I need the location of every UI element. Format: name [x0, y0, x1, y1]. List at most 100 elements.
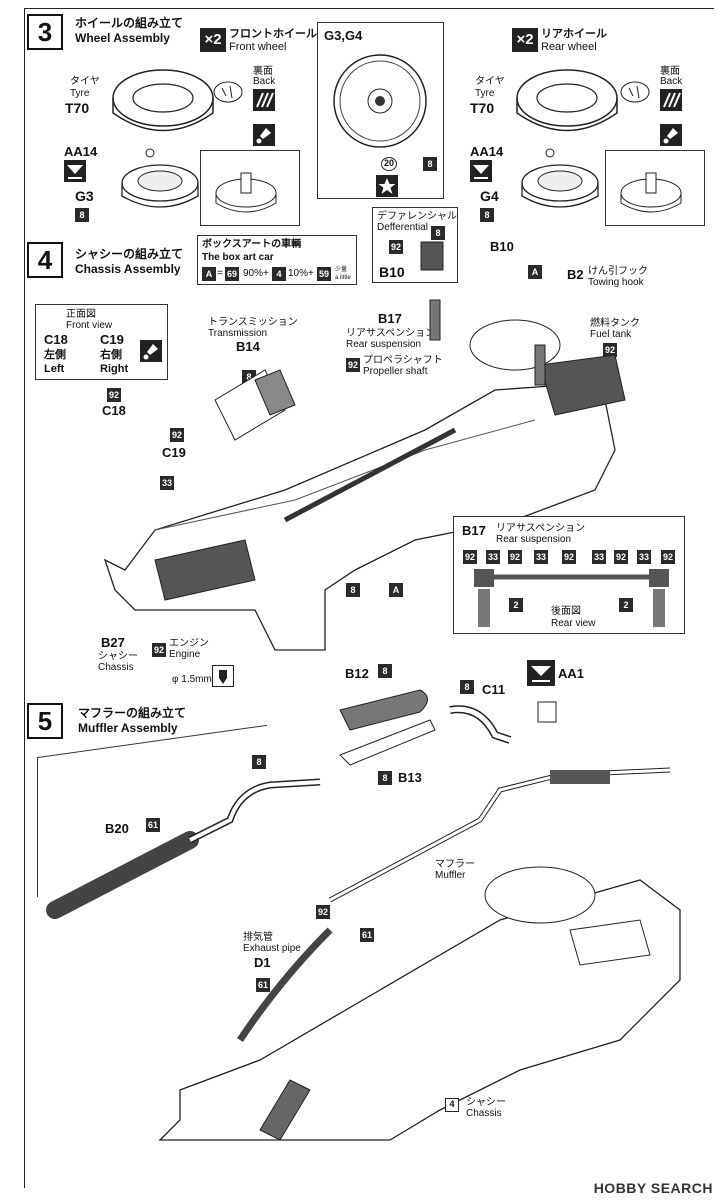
box-art-car-box: ボックスアートの車輌 The box art car A = 69 90%+ 4… [197, 235, 357, 285]
b12-label: B12 [345, 666, 369, 681]
cut-icon-front [64, 160, 86, 182]
step-5-title: マフラーの組み立て Muffler Assembly [78, 706, 186, 736]
b27-label: B27 [101, 635, 125, 650]
boxart-p10: 10%+ [288, 268, 314, 279]
step-4-title-ja: シャシーの組み立て [75, 247, 184, 261]
susp-c92-1: 92 [463, 550, 478, 564]
chassis-color-8: 8 [346, 583, 360, 597]
chassis-ja: シャシー [98, 651, 138, 662]
susp-box-ja: リアサスペンション [496, 523, 586, 534]
star-icon [376, 175, 398, 197]
c19-front: C19 [100, 332, 124, 347]
b10-label: B10 [490, 239, 514, 254]
differential-box: デファレンシャル Defferential 92 8 B10 [372, 207, 458, 283]
boxart-formula: A = 69 90%+ 4 10%+ 59 少量 a little [202, 267, 357, 281]
back-en-front: Back [253, 76, 276, 87]
susp-c33-2: 33 [534, 550, 549, 564]
color-8-g3: 8 [75, 208, 89, 222]
rear-tyre-drawing [516, 69, 618, 132]
trans-en: Transmission [208, 328, 268, 339]
b13-label: B13 [398, 770, 422, 785]
cut-icon-aa1 [527, 660, 555, 686]
susp-c92-4: 92 [614, 550, 629, 564]
g3-label: G3 [75, 188, 94, 204]
aa14-front: AA14 [64, 144, 98, 159]
prop-en: Propeller shaft [363, 366, 428, 377]
diff-part: B10 [379, 264, 405, 280]
exhaust-color-92: 92 [316, 905, 331, 919]
b20-color-8: 8 [252, 755, 266, 769]
boxart-little-ja: 少量 [335, 267, 348, 273]
paint-icon-front [253, 124, 275, 146]
engine-en: Engine [169, 649, 201, 660]
trans-ja: トランスミッション [208, 317, 298, 328]
paint-icon-rear [660, 124, 682, 146]
rear-susp-ja: リアサスペンション [346, 328, 436, 339]
rear-wheel-en: Rear wheel [541, 41, 597, 53]
rear-wheel-rim-drawing [521, 148, 599, 208]
wheel-face-box: G3,G4 20 8 [317, 22, 444, 199]
back-ja-rear: 裏面 [660, 66, 680, 77]
tyre-en-rear: Tyre [475, 88, 495, 99]
chassis-step-ref-4: 4 [445, 1098, 459, 1112]
susp-c33-4: 33 [637, 550, 652, 564]
boxart-c59: 59 [317, 267, 332, 281]
tyre-part-front: T70 [65, 100, 90, 116]
rear-wheel-back-box [605, 150, 705, 226]
exhaust-color-61: 61 [256, 978, 271, 992]
rear-view-ja: 後面図 [551, 606, 581, 617]
boxart-a: A [202, 267, 216, 281]
diff-color-92: 92 [389, 240, 404, 254]
drill-size: φ 1.5mm [172, 674, 212, 685]
left-ja: 左側 [44, 349, 66, 361]
front-wheel-ja: フロントホイール [229, 28, 317, 40]
chassis-en-5: Chassis [466, 1108, 502, 1119]
exhaust-ja: 排気管 [243, 932, 273, 943]
tyre-ja-rear: タイヤ [475, 76, 505, 87]
b20-pipe-drawing [46, 778, 321, 919]
susp-c92-3: 92 [562, 550, 577, 564]
chassis-a: A [389, 583, 403, 597]
b17-label: B17 [378, 311, 402, 326]
muffler-en: Muffler [435, 870, 466, 881]
aa1-label: AA1 [558, 666, 585, 681]
chassis-ja-5: シャシー [466, 1097, 506, 1108]
susp-c92-5: 92 [661, 550, 676, 564]
g3g4-label: G3,G4 [324, 28, 363, 43]
c11-color-8: 8 [460, 680, 474, 694]
g4-label: G4 [480, 188, 499, 204]
susp-c33-1: 33 [486, 550, 501, 564]
suspension-rear-view-drawing [474, 569, 669, 627]
step-4-title-en: Chassis Assembly [75, 262, 181, 276]
prop-ja: プロペラシャフト [363, 355, 443, 366]
step-5-title-en: Muffler Assembly [78, 721, 178, 735]
tank-en: Fuel tank [590, 329, 632, 340]
sand-icon-rear [660, 89, 682, 111]
susp-c33-3: 33 [592, 550, 607, 564]
boxart-title-en: The box art car [202, 252, 274, 263]
step-5-number: 5 [27, 703, 63, 739]
susp-c2-right: 2 [619, 598, 633, 612]
front-wheel-rim-drawing [121, 148, 199, 208]
aa14-rear: AA14 [470, 144, 504, 159]
susp-c2-left: 2 [509, 598, 523, 612]
boxart-c4: 4 [272, 267, 286, 281]
diff-ja: デファレンシャル [377, 211, 457, 222]
color-8-g4: 8 [480, 208, 494, 222]
step-3-title-en: Wheel Assembly [75, 31, 170, 45]
rear-suspension-box: B17 リアサスペンション Rear suspension 92 33 92 3… [453, 516, 685, 634]
tyre-en-front: Tyre [70, 88, 90, 99]
step-5-title-ja: マフラーの組み立て [78, 706, 187, 720]
tank-color-92: 92 [603, 343, 618, 357]
boxart-little-en: a little [335, 275, 351, 281]
wheel-face-drawing [333, 54, 427, 148]
front-view-ja: 正面図 [66, 309, 96, 320]
b2-label: B2 [567, 267, 584, 282]
differential-drawing [420, 241, 444, 271]
diff-color-8: 8 [431, 226, 445, 240]
prop-color-92: 92 [346, 358, 361, 372]
left-en: Left [44, 363, 65, 375]
b13-color-8: 8 [378, 771, 392, 785]
rear-multiplier-badge: ×2 [512, 28, 538, 52]
c18-label: C18 [102, 403, 126, 418]
